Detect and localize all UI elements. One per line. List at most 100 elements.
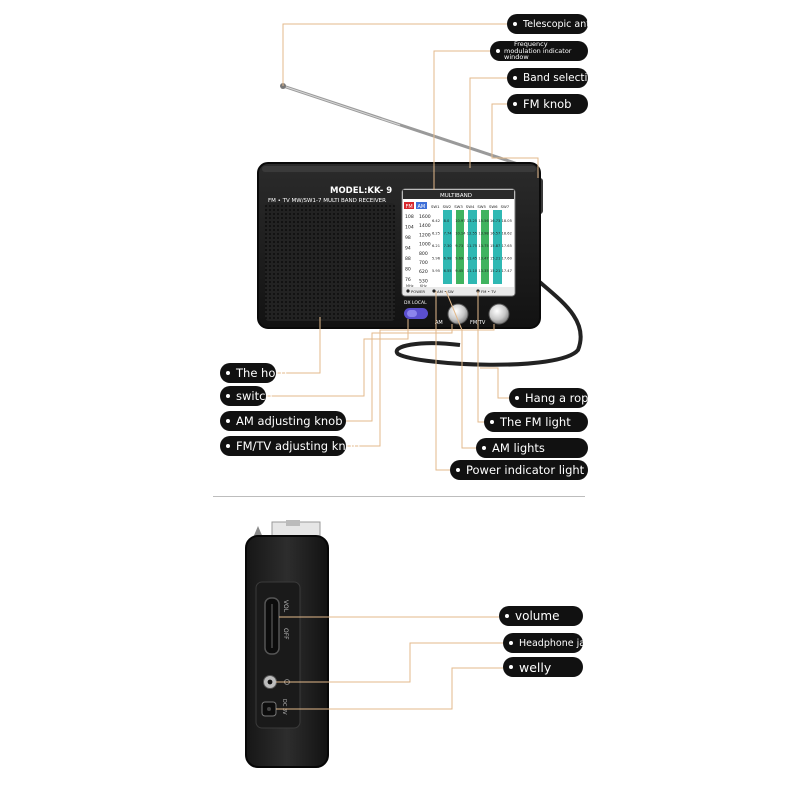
sw-cell-value: 5.95 bbox=[432, 269, 440, 273]
am-scale-value: 800 bbox=[419, 251, 428, 257]
band-header-sw4: SW4 bbox=[466, 204, 475, 209]
sw-cell-value: 13.25 bbox=[467, 219, 477, 223]
side-antenna-clip bbox=[286, 520, 300, 526]
leader-am-light bbox=[445, 290, 476, 449]
fm-scale-value: 80 bbox=[405, 267, 411, 273]
label-text: AM adjusting knob bbox=[236, 414, 343, 428]
label-hang-rope: Hang a rope bbox=[509, 388, 596, 408]
label-text: welly bbox=[519, 659, 552, 675]
side-radio: VOL OFF DC 3V bbox=[245, 520, 329, 768]
label-text: Band selection bbox=[523, 72, 601, 84]
label-am-adjusting-knob: AM adjusting knob bbox=[220, 411, 346, 431]
bullet-icon bbox=[513, 22, 517, 26]
leader-hang-rope bbox=[480, 367, 509, 399]
sw-cell-value: 17.65 bbox=[502, 244, 512, 248]
sw-cell-value: 15.21 bbox=[490, 257, 500, 261]
sw-cell-value: 15.21 bbox=[490, 269, 500, 273]
sw-cell-value: 6.55 bbox=[444, 269, 452, 273]
am-tag-bg bbox=[416, 202, 427, 209]
label-power-indicator-light: Power indicator light bbox=[450, 460, 588, 480]
leader-switch bbox=[264, 319, 409, 397]
sw-cell-value: 5.96 bbox=[432, 257, 441, 261]
sw-band-columns bbox=[443, 210, 502, 284]
bullet-icon bbox=[456, 468, 460, 472]
label-fmtv-adjusting-knob: FM/TV adjusting knob bbox=[220, 436, 360, 456]
am-unit: KHz bbox=[420, 284, 427, 288]
sw-cell-value: 12.55 bbox=[467, 232, 477, 236]
antenna-highlight bbox=[282, 85, 401, 126]
leader-telescopic-antenna bbox=[282, 23, 507, 86]
label-volume: volume bbox=[499, 606, 583, 626]
sw-cell-value: 16.73 bbox=[490, 219, 500, 223]
model-label: MODEL:KK- 9 bbox=[330, 186, 392, 196]
label-text: FM/TV adjusting knob bbox=[236, 439, 361, 453]
sw-cell-value: 10.14 bbox=[455, 232, 466, 236]
bullet-icon bbox=[513, 102, 517, 106]
fm-scale-value: 76 bbox=[405, 277, 411, 283]
leader-lines-side bbox=[276, 616, 503, 710]
label-horn: The horn bbox=[220, 363, 287, 383]
leader-frequency-window bbox=[433, 50, 490, 190]
sw-column-2 bbox=[456, 210, 464, 284]
sw-column-5 bbox=[493, 210, 502, 284]
fm-tv-label: FM • TV bbox=[481, 289, 496, 294]
label-text: Power indicator light bbox=[466, 463, 585, 477]
front-radio: MODEL:KK- 9 FM • TV MW/SW1-7 MULTI BAND … bbox=[257, 83, 583, 367]
label-text: Headphone jack bbox=[519, 637, 596, 649]
label-am-lights: AM lights bbox=[476, 438, 588, 458]
sw-cell-value: 18.62 bbox=[502, 232, 512, 236]
label-text: AM lights bbox=[492, 441, 545, 455]
section-divider bbox=[213, 496, 585, 497]
sw-cell-value: 13.75 bbox=[478, 244, 488, 248]
bullet-icon bbox=[509, 641, 513, 645]
label-switch: switch bbox=[220, 386, 273, 406]
hang-rope bbox=[394, 276, 583, 367]
sw-column-4 bbox=[481, 210, 489, 284]
sw-cell-value: 16.57 bbox=[490, 232, 500, 236]
multiband-strip bbox=[403, 190, 514, 199]
am-indicator-light bbox=[432, 289, 436, 293]
label-text: FM knob bbox=[523, 97, 572, 111]
am-scale-value: 1600 bbox=[419, 214, 431, 220]
leader-band-selection bbox=[469, 77, 507, 168]
label-text: The horn bbox=[236, 366, 288, 380]
sw-cell-value: 11.45 bbox=[467, 257, 477, 261]
am-scale-value: 1400 bbox=[419, 223, 431, 229]
band-header-sw2: SW2 bbox=[443, 204, 452, 209]
sw-column-3 bbox=[468, 210, 477, 284]
bullet-icon bbox=[496, 49, 500, 53]
bullet-icon bbox=[482, 446, 486, 450]
dc-label: DC 3V bbox=[281, 699, 287, 715]
bullet-icon bbox=[226, 419, 230, 423]
bullet-icon bbox=[490, 420, 494, 424]
label-welly: welly bbox=[503, 657, 583, 677]
sw-cell-value: 17.60 bbox=[502, 257, 513, 261]
dx-local-label: DX LOCAL bbox=[404, 300, 427, 306]
label-text: The FM light bbox=[500, 415, 571, 429]
label-text-line2: modulation indicator window bbox=[504, 46, 572, 62]
band-header-sw7: SW7 bbox=[501, 204, 510, 209]
indicator-bar bbox=[403, 287, 514, 295]
dc-socket-pin bbox=[267, 707, 271, 711]
label-fm-light: The FM light bbox=[484, 412, 588, 432]
band-header-sw6: SW6 bbox=[489, 204, 498, 209]
sw-cell-value: 9.73 bbox=[455, 244, 463, 248]
bullet-icon bbox=[505, 614, 509, 618]
sw-column-1 bbox=[443, 210, 452, 284]
model-subtitle: FM • TV MW/SW1-7 MULTI BAND RECEIVER bbox=[268, 198, 386, 204]
am-knob-label: AM bbox=[435, 320, 443, 326]
bullet-icon bbox=[509, 665, 513, 669]
sw-cell-value: 17.47 bbox=[502, 269, 512, 273]
bullet-icon bbox=[226, 394, 230, 398]
band-header-sw3: SW3 bbox=[454, 204, 463, 209]
label-text: volume bbox=[515, 609, 560, 623]
leader-fm-knob bbox=[491, 103, 539, 178]
power-label: POWER bbox=[411, 289, 425, 294]
fmtv-adjusting-knob[interactable] bbox=[488, 303, 510, 325]
body-top-edge bbox=[262, 166, 536, 172]
